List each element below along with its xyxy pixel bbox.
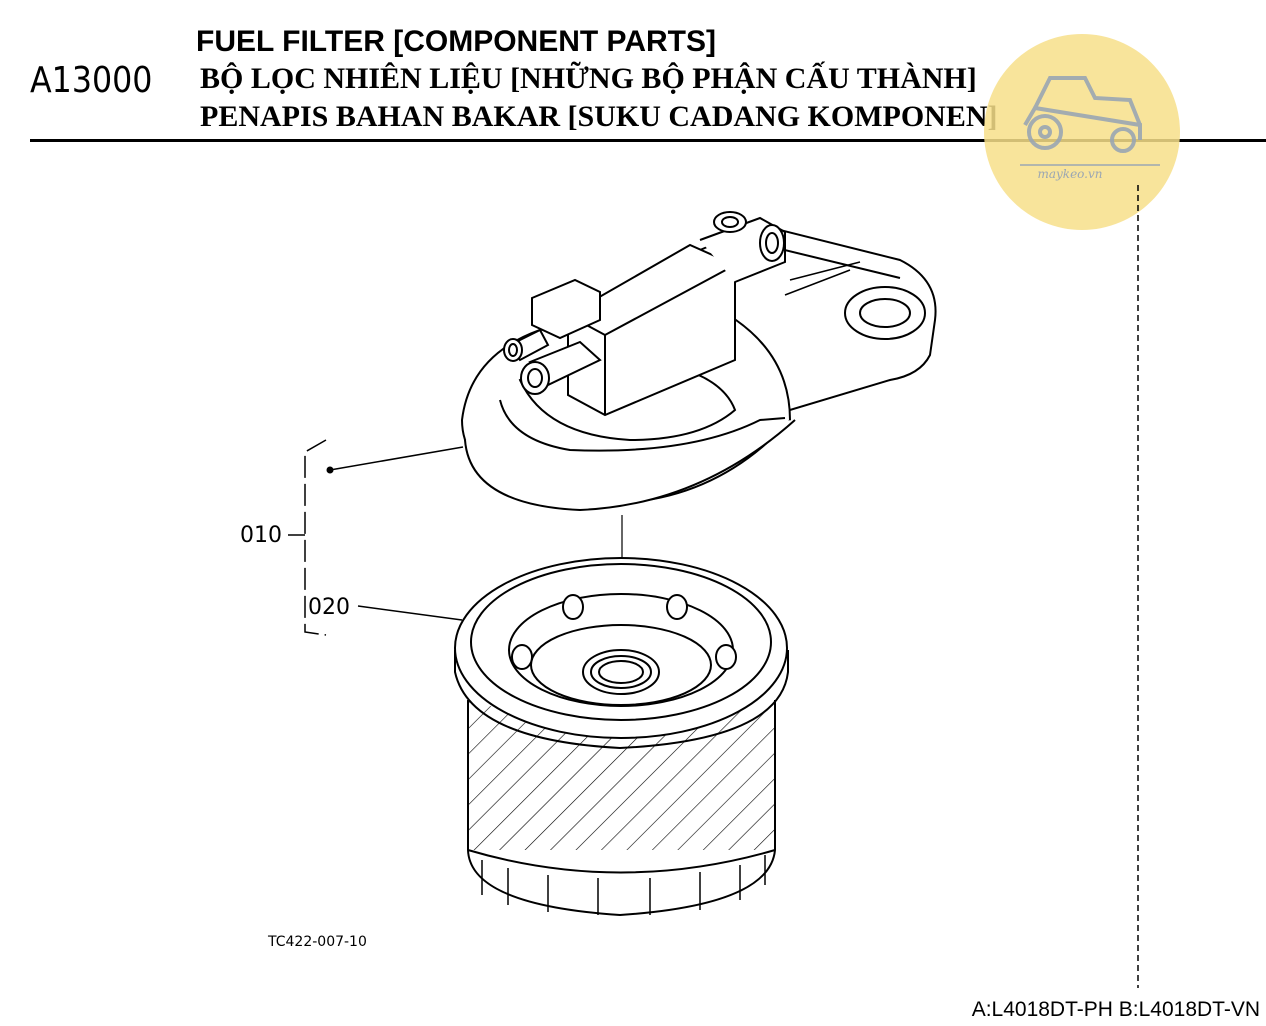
part-label-020: 020 bbox=[308, 595, 350, 620]
header-rule bbox=[30, 139, 1266, 142]
section-code: A13000 bbox=[30, 60, 153, 101]
title-malay: PENAPIS BAHAN BAKAR [SUKU CADANG KOMPONE… bbox=[200, 100, 998, 133]
watermark-text: maykeo.vn bbox=[1037, 167, 1102, 181]
filter-cartridge bbox=[454, 557, 789, 917]
title-vietnamese: BỘ LỌC NHIÊN LIỆU [NHỮNG BỘ PHẬN CẤU THÀ… bbox=[200, 62, 977, 95]
callout-leaders bbox=[288, 439, 464, 636]
filter-head bbox=[460, 211, 937, 512]
title-english: FUEL FILTER [COMPONENT PARTS] bbox=[196, 25, 716, 58]
model-list: A:L4018DT-PH B:L4018DT-VN bbox=[971, 998, 1260, 1021]
maykeo-logo: maykeo.vn bbox=[984, 34, 1180, 230]
figure-code: TC422-007-10 bbox=[267, 934, 367, 950]
leader-dot bbox=[326, 466, 334, 474]
part-label-010: 010 bbox=[240, 523, 282, 548]
